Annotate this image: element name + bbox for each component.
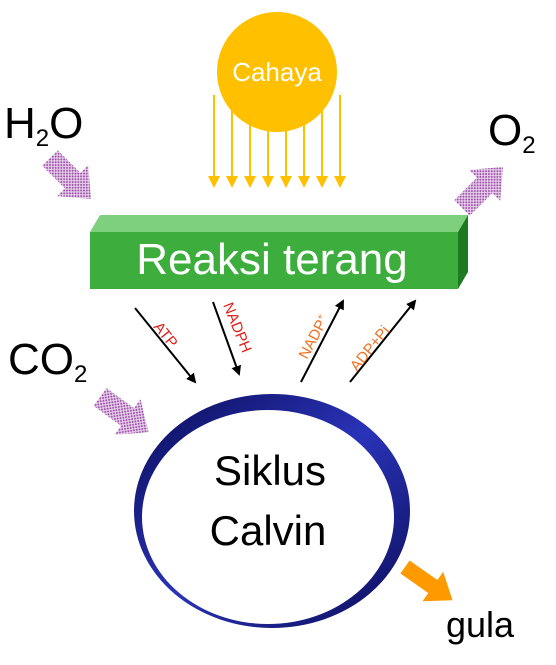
carrier-arrows — [134, 299, 417, 384]
co2-input-arrow — [93, 388, 149, 435]
sun-label: Cahaya — [232, 57, 322, 87]
nadp-label: NADP+ — [295, 312, 333, 362]
light-reaction-label: Reaksi terang — [136, 235, 407, 284]
nadph-label: NADPH — [219, 300, 254, 355]
calvin-cycle-label-line2: Calvin — [210, 507, 327, 554]
water-input-arrow — [42, 150, 92, 200]
co2-label: CO2 — [8, 335, 87, 388]
sun-rays — [208, 95, 346, 188]
sun-icon — [217, 12, 337, 132]
oxygen-output-arrow — [454, 166, 504, 216]
sugar-label: gula — [446, 604, 515, 645]
adp-label: ADP+Pi — [347, 323, 394, 375]
light-reaction-box: Reaksi terang — [90, 215, 468, 289]
atp-label: ATP — [150, 319, 181, 352]
sugar-output-arrow — [400, 560, 453, 602]
calvin-cycle-ring — [134, 394, 410, 628]
oxygen-label: O2 — [488, 106, 536, 159]
water-label: H2O — [4, 99, 83, 152]
calvin-cycle-label-line1: Siklus — [214, 447, 326, 494]
